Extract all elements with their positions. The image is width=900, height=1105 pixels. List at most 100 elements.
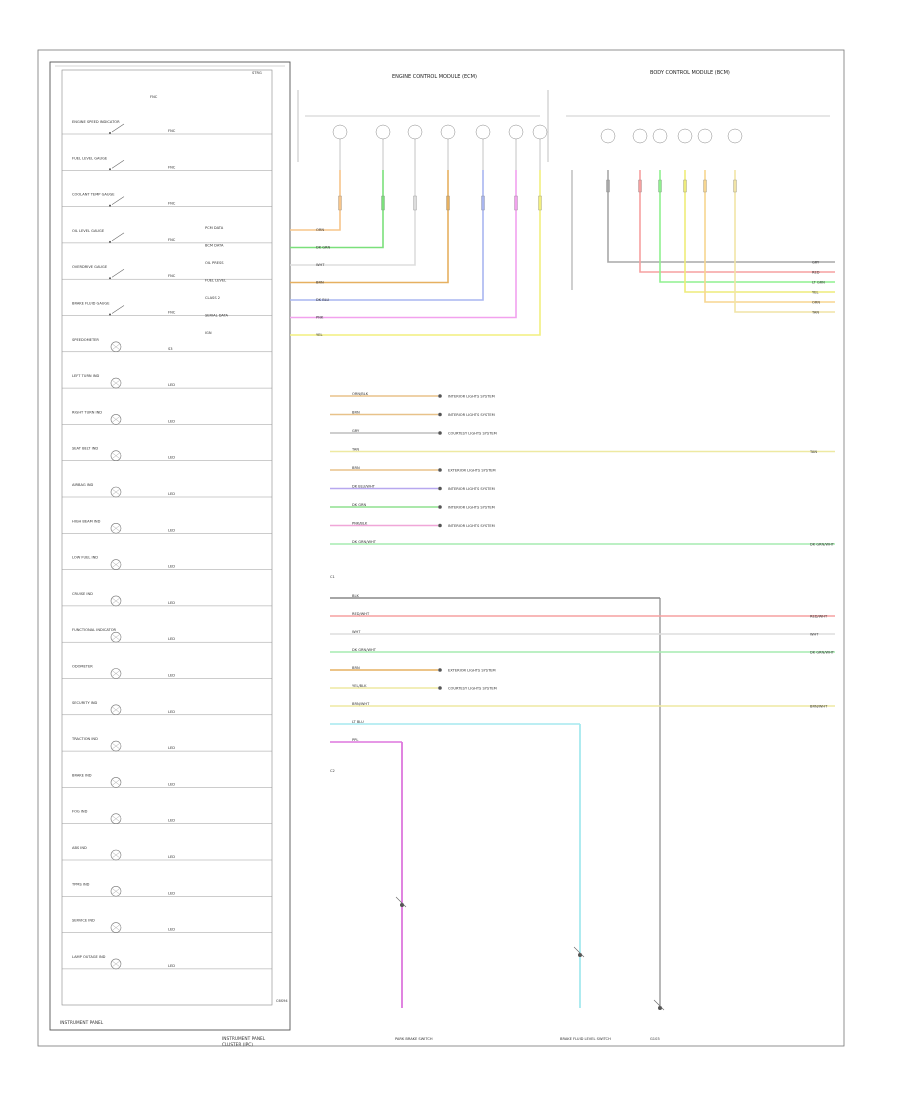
instrument-cluster-box: STRG FNC C6S94 INSTRUMENT PANEL INSTRUME… [49,61,291,1048]
lamp-filament [111,888,121,895]
connector-label-c2: C2 [330,769,335,773]
wire-code: GRY [812,261,820,265]
lamp-symbol [110,595,122,607]
wire-destination: RED/WHT [810,615,828,619]
cluster-item-tag: LED [168,456,175,460]
lamp-symbol [110,813,122,825]
wire-destination: COURTESY LIGHTS SYSTEM [448,687,497,691]
ecm-pin-symbol [375,124,391,140]
wire-arrow [438,486,442,491]
switch-contact [109,168,111,171]
lamp-filament [111,924,121,931]
cluster-item-label: LAMP OUTAGE IND [72,955,106,959]
cluster-item-label: SPEEDOMETER [72,338,99,342]
cluster-item-label: LOW FUEL IND [72,556,98,560]
cluster-item-tag: LED [168,492,175,496]
lamp-symbol [110,668,122,679]
wire-code: GRY [352,429,360,433]
cluster-item-label: TRACTION IND [71,737,98,741]
wire-arrow [438,523,442,528]
cluster-top-tag: STRG [252,71,262,75]
wire-code: YEL [316,333,322,337]
cluster-item-label: SECURITY IND [72,701,98,705]
bottom-device-ground: G103 [650,1037,660,1041]
wire-code: WHT [352,630,361,634]
lamp-symbol [110,849,122,861]
lamp-symbol [110,450,122,462]
wire-marker [683,179,687,193]
cluster-item-label: OVERDRIVE GAUGE [72,265,108,269]
page-border [37,49,845,1047]
cluster-item-label: SEAT BELT IND [72,447,98,451]
wire-bus [704,170,835,303]
ecm-pin-symbol [332,124,348,140]
wire-marker [703,179,707,193]
top-module-ecm: ENGINE CONTROL MODULE (ECM) [297,74,549,162]
wire-upper [290,170,517,319]
bottom-device-node [658,1006,662,1010]
switch-symbol [111,160,125,169]
lamp-filament [111,851,121,859]
lamp-symbol [110,922,122,933]
wire-code: BLK [352,594,359,598]
bottom-device-node [400,903,404,907]
wire-code: BRN [316,281,324,285]
lamp-symbol [110,885,122,897]
cluster-item-tag: S3 [168,347,173,351]
wire-code: BRN/WHT [352,702,370,706]
wire-code: LT GRN [812,281,825,285]
wire-arrow [438,468,442,472]
switch-symbol [111,305,125,314]
wire-marker [446,195,450,211]
bottom-device-switch [395,896,407,908]
wire-destination: INTERIOR LIGHTS SYSTEM [448,506,495,510]
wire-upper [290,170,484,301]
lamp-filament [111,597,121,605]
lamp-filament [111,742,121,750]
wire-code: DK GRN/WHT [352,540,377,544]
pin-label: OIL PRESS [205,261,224,265]
cluster-item-label: FUNCTIONAL INDICATOR [72,628,117,632]
wire-destination: EXTERIOR LIGHTS SYSTEM [448,669,496,673]
cluster-bottom-tag: C6S94 [276,999,288,1003]
cluster-item-label: AIRBAG IND [72,483,94,487]
wire-upper [290,170,416,266]
cluster-item-tag: LED [168,674,175,678]
cluster-item-tag: FNC [168,311,176,315]
wire-layer [290,170,835,1008]
wire-code: TAN [351,448,359,452]
cluster-item-label: FUEL LEVEL GAUGE [72,156,108,160]
wire-code: ORN [812,301,820,305]
lamp-symbol [110,631,122,643]
cluster-item-tag: LED [168,710,175,714]
wire-marker [638,179,642,193]
switch-symbol [111,196,125,205]
lamp-filament [111,815,121,822]
wire-arrow [438,412,442,417]
bcm-pin-symbol [697,128,713,144]
wire-marker [481,195,485,211]
lamp-filament [111,561,121,568]
cluster-item-label: ABS IND [72,846,87,850]
wire-bus [607,170,835,263]
wire-code: LT BLU [352,720,364,724]
lamp-filament [111,416,121,423]
lamp-filament [111,634,121,641]
pin-label: PCM DATA [205,226,224,230]
cluster-item-tag: LED [168,891,175,895]
wire-destination: INTERIOR LIGHTS SYSTEM [448,395,495,399]
top-module-bcm: BODY CONTROL MODULE (BCM) [566,70,830,117]
wire-bus [659,170,835,283]
bcm-pin-symbol [677,128,693,144]
lamp-symbol [110,559,122,570]
cluster-item-label: ENGINE SPEED INDICATOR [72,120,120,124]
switch-symbol [111,268,125,278]
cluster-item-tag: LED [168,746,175,750]
cluster-item-label: COOLANT TEMP GAUGE [72,193,115,197]
cluster-title-line-2: CLUSTER (IPC) [222,1042,253,1048]
wire-destination: INTERIOR LIGHTS SYSTEM [448,524,495,528]
cluster-item-tag: LED [168,383,175,387]
lamp-symbol [110,377,122,389]
wire-destination: DK GRN/WHT [810,543,835,547]
wire-destination: INTERIOR LIGHTS SYSTEM [448,487,495,491]
